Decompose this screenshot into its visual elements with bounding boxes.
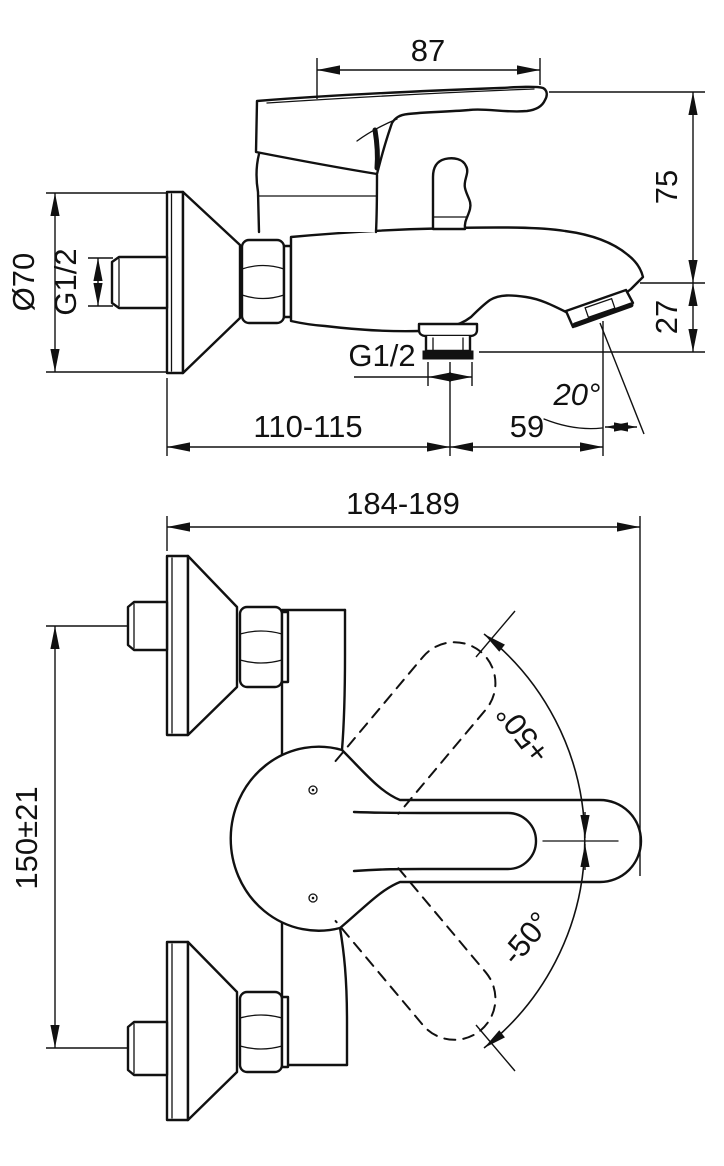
s-union-top (126, 554, 290, 737)
handle-fill (340, 750, 641, 928)
union-nut-facets (239, 1014, 283, 1050)
dim-inlet-spacing: 150±21 (9, 625, 127, 1049)
dome-screw-dot (311, 896, 315, 900)
escutcheon-cone (186, 940, 239, 1122)
lever-handle-plan (338, 748, 643, 930)
handle-underside-detail (356, 118, 398, 142)
union-nut (238, 605, 284, 689)
dim-outlet-to-tip: 59 (450, 321, 604, 456)
dim-110-115-label: 110-115 (253, 409, 362, 444)
faucet-side-drawing (110, 85, 645, 375)
neck-fill (258, 154, 377, 232)
inlet-thread (126, 600, 169, 652)
union-nut-facets (241, 264, 285, 300)
dim-flange-diameter: Ø70 (6, 192, 167, 373)
dome-screw (308, 785, 318, 795)
shower-outlet-face (422, 350, 474, 360)
body-and-spout (289, 226, 645, 333)
faucet-plan-drawing (126, 554, 643, 1122)
diverter-knob (431, 157, 472, 231)
dim-handle-length: 87 (316, 33, 541, 99)
union-washer (280, 995, 290, 1069)
dim-height-75: 75 (549, 91, 705, 284)
wall-plate (165, 190, 185, 375)
dim-outlet-thread: G1/2 (348, 338, 473, 386)
dim-plus50-label: +50° (489, 697, 557, 770)
escutcheon-cone (186, 554, 239, 737)
dim-spout-angle: 20° (543, 322, 645, 435)
shower-outlet-collar (417, 322, 479, 338)
side-elevation-view: 87 75 27 Ø70 G1/2 (6, 33, 705, 456)
cartridge-dome-fill (230, 746, 342, 931)
s-union-bottom (126, 940, 290, 1122)
cartridge-dome (229, 745, 344, 932)
aerator-slot (584, 297, 616, 319)
dim-20deg-label: 20° (553, 377, 601, 412)
dim-g12-left-label: G1/2 (48, 248, 83, 315)
dim-184-189-label: 184-189 (346, 486, 460, 521)
dome-screw (308, 893, 318, 903)
wall-plate (165, 554, 190, 737)
plan-view: +50° -50° 184-189 150±21 (9, 486, 643, 1122)
aerator-band (564, 288, 635, 329)
dim-height-27: 27 (479, 283, 705, 353)
dim-59-label: 59 (510, 409, 544, 444)
dome-screw-dot (311, 788, 315, 792)
dim-dia70-label: Ø70 (6, 253, 41, 312)
dim-wall-to-outlet: 110-115 (166, 362, 451, 456)
union-washer (280, 610, 290, 684)
union-nut (238, 990, 284, 1074)
inlet-thread (110, 255, 169, 310)
dim-27-label: 27 (649, 300, 684, 334)
handle-top-detail-line (266, 88, 535, 104)
neck-left-edge (255, 152, 261, 234)
dim-150-label: 150±21 (9, 786, 44, 889)
union-nut-facets (239, 630, 283, 664)
union-nut (240, 238, 286, 325)
dim-g12-bottom-label: G1/2 (348, 338, 415, 373)
handle-inner-ridge (352, 810, 538, 873)
neck-right-edge (374, 173, 379, 234)
dim-inlet-thread: G1/2 (48, 248, 113, 316)
wall-plate (165, 940, 190, 1122)
body-slab-right-bottom (338, 926, 349, 1067)
dim-overall-depth: 184-189 (166, 486, 641, 876)
body-slab-right-top (340, 608, 347, 752)
dim-75-label: 75 (649, 170, 684, 204)
dim-minus50-label: -50° (494, 905, 558, 971)
handle-neck-shadow (372, 127, 380, 171)
inlet-thread (126, 1020, 169, 1077)
lever-handle (254, 85, 548, 176)
escutcheon-cone (181, 190, 242, 375)
aerator-face-edge (572, 302, 634, 328)
dim-87-label: 87 (411, 33, 445, 68)
